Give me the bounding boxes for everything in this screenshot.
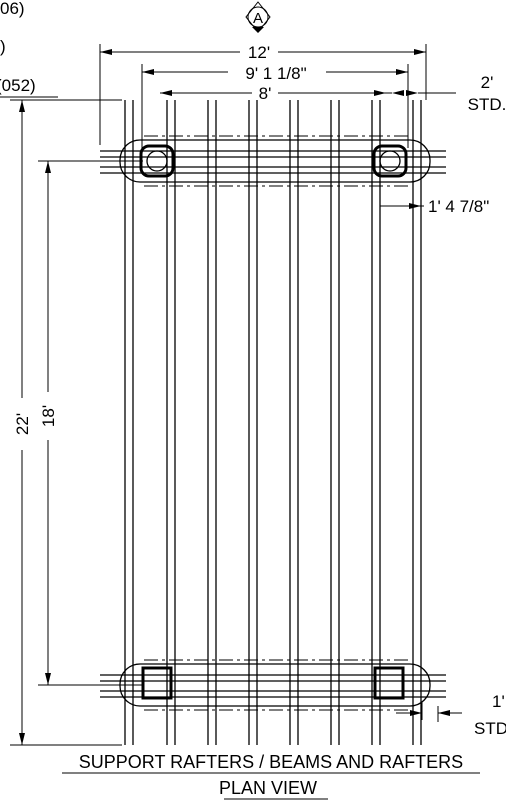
dimension-bottom-overhang: 1' STD	[396, 692, 506, 738]
dimension-post-length-label: 18'	[39, 405, 58, 427]
section-marker-label: A	[253, 10, 263, 27]
drawing-title: SUPPORT RAFTERS / BEAMS AND RAFTERS	[79, 752, 463, 772]
dimension-post-spacing: 9' 1 1/8"	[141, 64, 409, 148]
dimension-overall-length-label: 22'	[13, 413, 32, 435]
top-right-post	[372, 144, 408, 178]
dimension-bottom-overhang-label: 1'	[492, 692, 505, 711]
dimension-post-length: 18'	[38, 160, 143, 686]
bottom-left-post	[141, 666, 173, 700]
drawing-subtitle: PLAN VIEW	[219, 778, 317, 798]
dimension-bottom-overhang-std: STD	[474, 719, 506, 738]
partial-label-3: (052)	[0, 76, 36, 95]
dimension-overall-width-label: 12'	[248, 43, 270, 62]
bottom-right-post	[373, 666, 405, 700]
top-beam	[100, 135, 446, 187]
rafters	[124, 100, 422, 745]
section-marker-a: A	[245, 1, 271, 33]
dimension-overall-length: 22'	[10, 99, 122, 746]
dimension-top-overhang-label: 2'	[481, 73, 494, 92]
dimension-post-spacing-label: 9' 1 1/8"	[245, 64, 306, 83]
dimension-rafter-span: 8'	[160, 84, 386, 103]
dimension-post-offset: 1' 4 7/8"	[380, 197, 489, 216]
dimension-top-overhang: 2' STD.	[386, 73, 506, 114]
dimension-overall-width: 12'	[99, 43, 427, 145]
dimension-post-offset-label: 1' 4 7/8"	[428, 197, 489, 216]
dimension-rafter-span-label: 8'	[259, 84, 272, 103]
partial-label-1: 06)	[0, 0, 25, 18]
partial-label-2: )	[0, 37, 6, 56]
dimension-top-overhang-std: STD.	[468, 95, 506, 114]
